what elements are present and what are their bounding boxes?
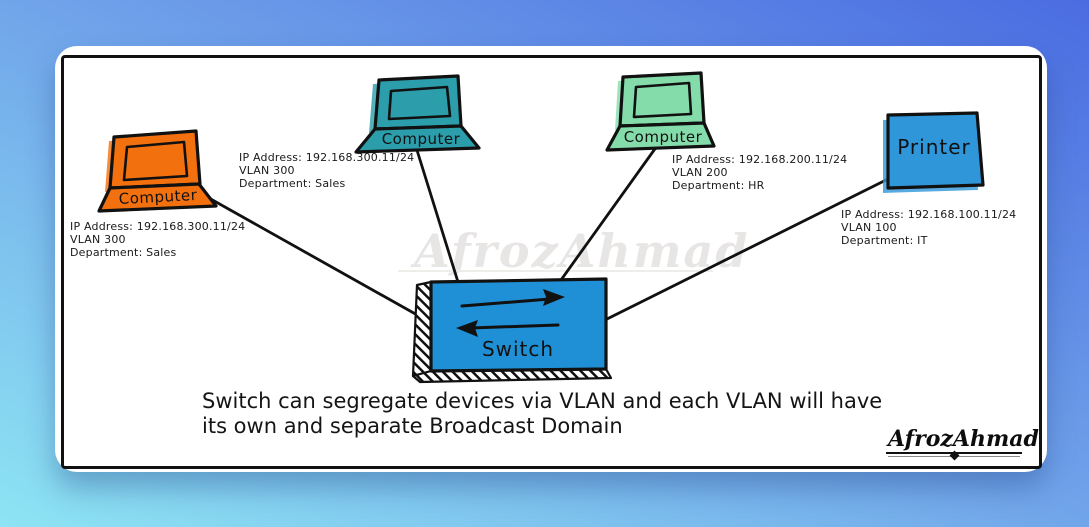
department-text: Department: HR (672, 179, 765, 192)
caption-line-2: its own and separate Broadcast Domain (202, 414, 623, 438)
printer-label: Printer (897, 135, 971, 159)
printer-info: IP Address: 192.168.100.11/24 VLAN 100 D… (841, 208, 1016, 247)
printer-icon (883, 111, 985, 193)
arrow-right-icon (460, 289, 565, 308)
link-computer-sales-top-to-switch (414, 145, 460, 284)
computer-hr-icon (605, 71, 716, 152)
vlan-text: VLAN 300 (70, 233, 126, 246)
computer-sales-top-icon (354, 74, 481, 154)
arrow-left-icon (456, 320, 560, 337)
department-text: Department: Sales (70, 246, 177, 259)
caption: Switch can segregate devices via VLAN an… (202, 389, 882, 439)
canvas-border (61, 55, 1042, 469)
caption-line-1: Switch can segregate devices via VLAN an… (202, 389, 883, 413)
diagram-canvas (55, 46, 1047, 472)
department-text: Department: IT (841, 234, 928, 247)
department-text: Department: Sales (239, 177, 346, 190)
vlan-text: VLAN 100 (841, 221, 897, 234)
vlan-text: VLAN 200 (672, 166, 728, 179)
ip-address-text: IP Address: 192.168.300.11/24 (70, 220, 246, 233)
switch-icon (411, 277, 613, 384)
computer-hr-info: IP Address: 192.168.200.11/24 VLAN 200 D… (672, 153, 847, 192)
signature-text: AfrozAhmad (888, 426, 1039, 452)
link-printer-to-switch (605, 178, 888, 321)
watermark-underline (398, 270, 713, 272)
link-computer-hr-to-switch (559, 144, 659, 282)
computer-hr-label: Computer (623, 128, 703, 146)
computer-sales-top-label: Computer (381, 130, 461, 148)
ip-address-text: IP Address: 192.168.200.11/24 (672, 153, 848, 166)
computer-sales-left-icon (97, 129, 218, 213)
ip-address-text: IP Address: 192.168.300.11/24 (239, 151, 415, 164)
computer-sales-top-info: IP Address: 192.168.300.11/24 VLAN 300 D… (239, 151, 414, 190)
vlan-text: VLAN 300 (239, 164, 295, 177)
link-computer-sales-left-to-switch (198, 191, 421, 318)
ip-address-text: IP Address: 192.168.100.11/24 (841, 208, 1017, 221)
computer-sales-left-info: IP Address: 192.168.300.11/24 VLAN 300 D… (70, 220, 245, 259)
switch-label: Switch (481, 337, 555, 361)
